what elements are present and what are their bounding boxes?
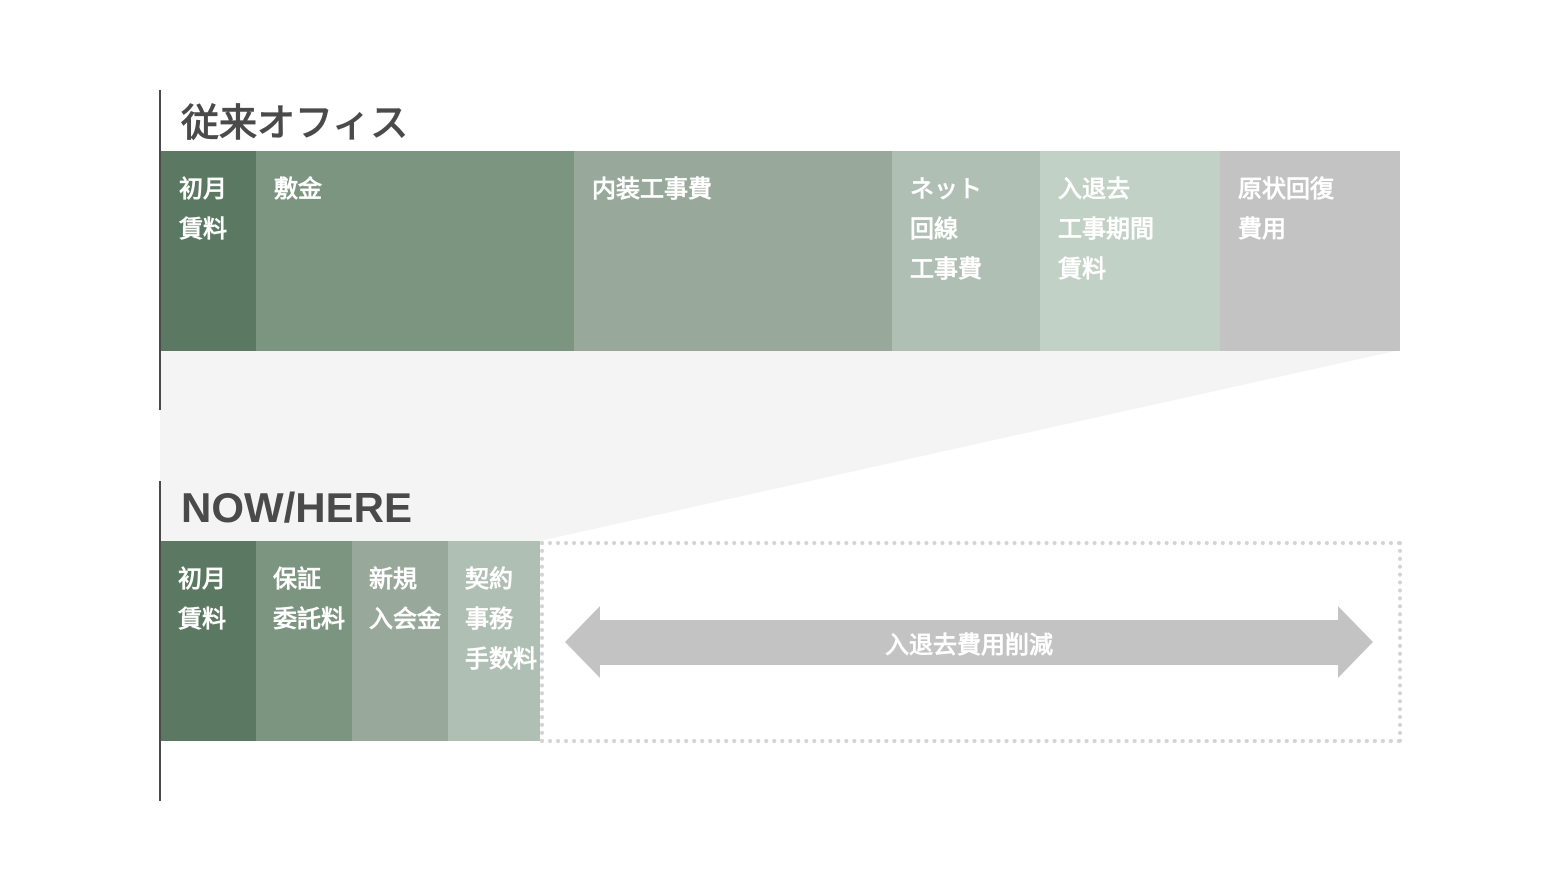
segment-label: 入退去 工事期間 賃料 (1058, 175, 1154, 283)
segment-label: 初月 賃料 (178, 565, 226, 633)
segment-label: ネット 回線 工事費 (910, 175, 982, 283)
traditional-axis-line (159, 90, 161, 410)
traditional-title: 従来オフィス (181, 101, 409, 145)
segment-label: 新規 入会金 (369, 565, 441, 633)
nowhere-segment: 初月 賃料 (161, 541, 256, 741)
nowhere-segment: 保証 委託料 (256, 541, 352, 741)
segment-label: 内装工事費 (592, 175, 712, 203)
traditional-segment: ネット 回線 工事費 (892, 151, 1040, 351)
segment-label: 初月 賃料 (179, 175, 227, 243)
nowhere-title: NOW/HERE (181, 484, 412, 531)
segment-label: 敷金 (274, 175, 322, 203)
reduced-area (540, 541, 1402, 743)
reduction-label: 入退去費用削減 (885, 631, 1053, 659)
traditional-segment: 初月 賃料 (161, 151, 256, 351)
traditional-segment: 内装工事費 (574, 151, 892, 351)
segment-label: 原状回復 費用 (1238, 175, 1334, 243)
nowhere-axis-line (159, 481, 161, 801)
traditional-segment: 原状回復 費用 (1220, 151, 1400, 351)
nowhere-segment: 新規 入会金 (352, 541, 448, 741)
segment-label: 契約 事務 手数料 (465, 565, 537, 673)
nowhere-segment: 契約 事務 手数料 (448, 541, 540, 741)
traditional-segment: 敷金 (256, 151, 574, 351)
traditional-segment: 入退去 工事期間 賃料 (1040, 151, 1220, 351)
segment-label: 保証 委託料 (273, 565, 345, 633)
